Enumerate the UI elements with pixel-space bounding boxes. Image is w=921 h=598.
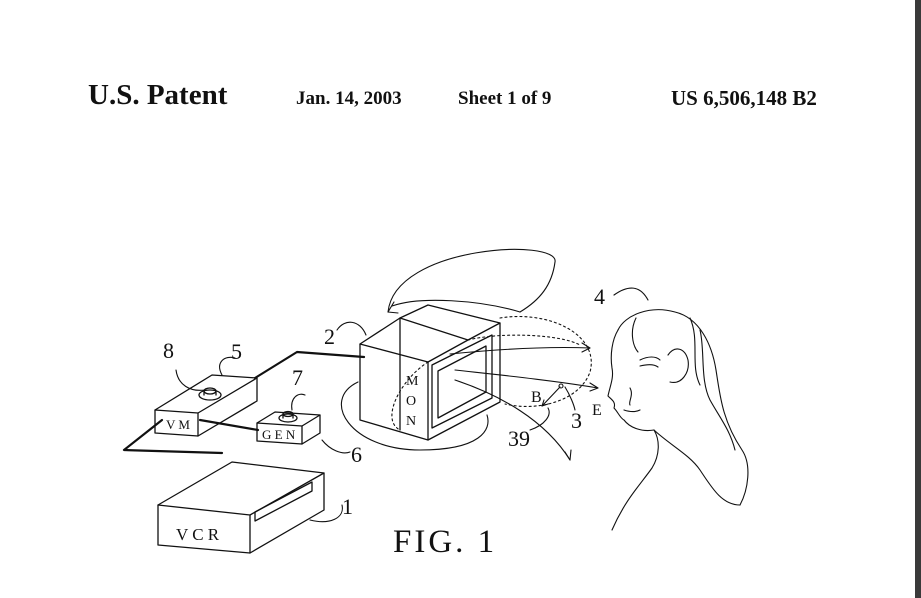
ref-2: 2 <box>324 324 335 349</box>
patent-number: US 6,506,148 B2 <box>671 86 817 110</box>
vm-device <box>154 374 258 437</box>
cables <box>122 350 366 455</box>
mon-label-m: M <box>406 374 419 389</box>
ref-7: 7 <box>292 365 303 390</box>
vcr-device <box>157 461 325 554</box>
person-drawing <box>607 309 749 531</box>
patent-header-title: U.S. Patent <box>88 79 228 111</box>
vcr-label: V C R <box>176 525 220 544</box>
ref-6: 6 <box>351 442 362 467</box>
figure-caption: FIG. 1 <box>393 524 497 560</box>
ref-E: E <box>592 402 602 419</box>
ref-B: B <box>531 389 542 406</box>
ref-3: 3 <box>571 408 582 433</box>
leader-lines <box>175 287 649 523</box>
gen-label: G E N <box>262 427 296 442</box>
ref-39: 39 <box>508 426 530 451</box>
field-loops <box>340 248 599 461</box>
gen-device <box>256 410 321 445</box>
patent-date: Jan. 14, 2003 <box>296 88 402 109</box>
sheet-number: Sheet 1 of 9 <box>458 88 552 109</box>
ref-5: 5 <box>231 339 242 364</box>
ref-4: 4 <box>594 284 605 309</box>
mon-label-o: O <box>406 394 416 409</box>
ref-1: 1 <box>342 494 353 519</box>
mon-label-n: N <box>406 414 416 429</box>
vm-label: V M <box>166 417 190 432</box>
ref-8: 8 <box>163 338 174 363</box>
viewer-edge <box>915 0 921 598</box>
